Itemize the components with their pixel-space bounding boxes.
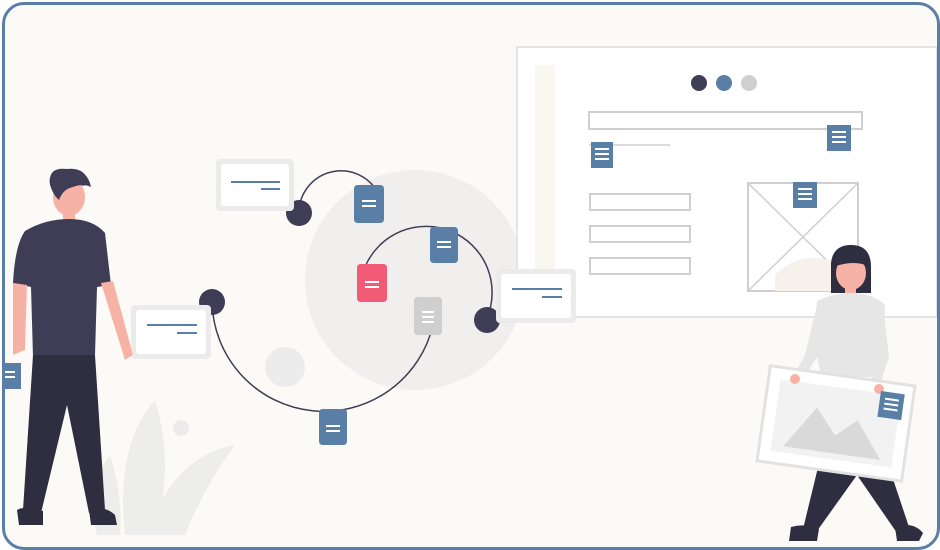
document-icon [5, 363, 21, 389]
speech-card-icon [496, 269, 576, 323]
document-icon-gray [414, 297, 442, 335]
window-dot-blue [716, 75, 732, 91]
document-icon [827, 125, 851, 151]
window-dot-gray [741, 75, 757, 91]
tiny-blob [173, 420, 189, 436]
window-dot-dark [691, 75, 707, 91]
node-dot [474, 307, 500, 333]
form-field-3 [589, 257, 691, 275]
document-icon [793, 182, 817, 208]
document-icon-pink [357, 264, 387, 302]
speech-card-icon [131, 305, 211, 359]
illustration-canvas [5, 46, 937, 541]
address-bar [588, 111, 863, 130]
form-field-2 [589, 225, 691, 243]
woman-figure [755, 245, 923, 541]
picture-card [755, 364, 917, 483]
background-blob [305, 170, 525, 390]
document-icon [430, 227, 458, 263]
document-icon [319, 409, 347, 445]
small-blob [265, 347, 305, 387]
speech-card-icon [216, 159, 294, 211]
document-icon [354, 185, 384, 223]
browser-window [516, 46, 937, 318]
document-icon [877, 391, 905, 421]
document-icon [591, 142, 613, 168]
connector-arc-outer [211, 301, 434, 413]
man-figure [5, 168, 133, 525]
form-field-1 [589, 193, 691, 211]
